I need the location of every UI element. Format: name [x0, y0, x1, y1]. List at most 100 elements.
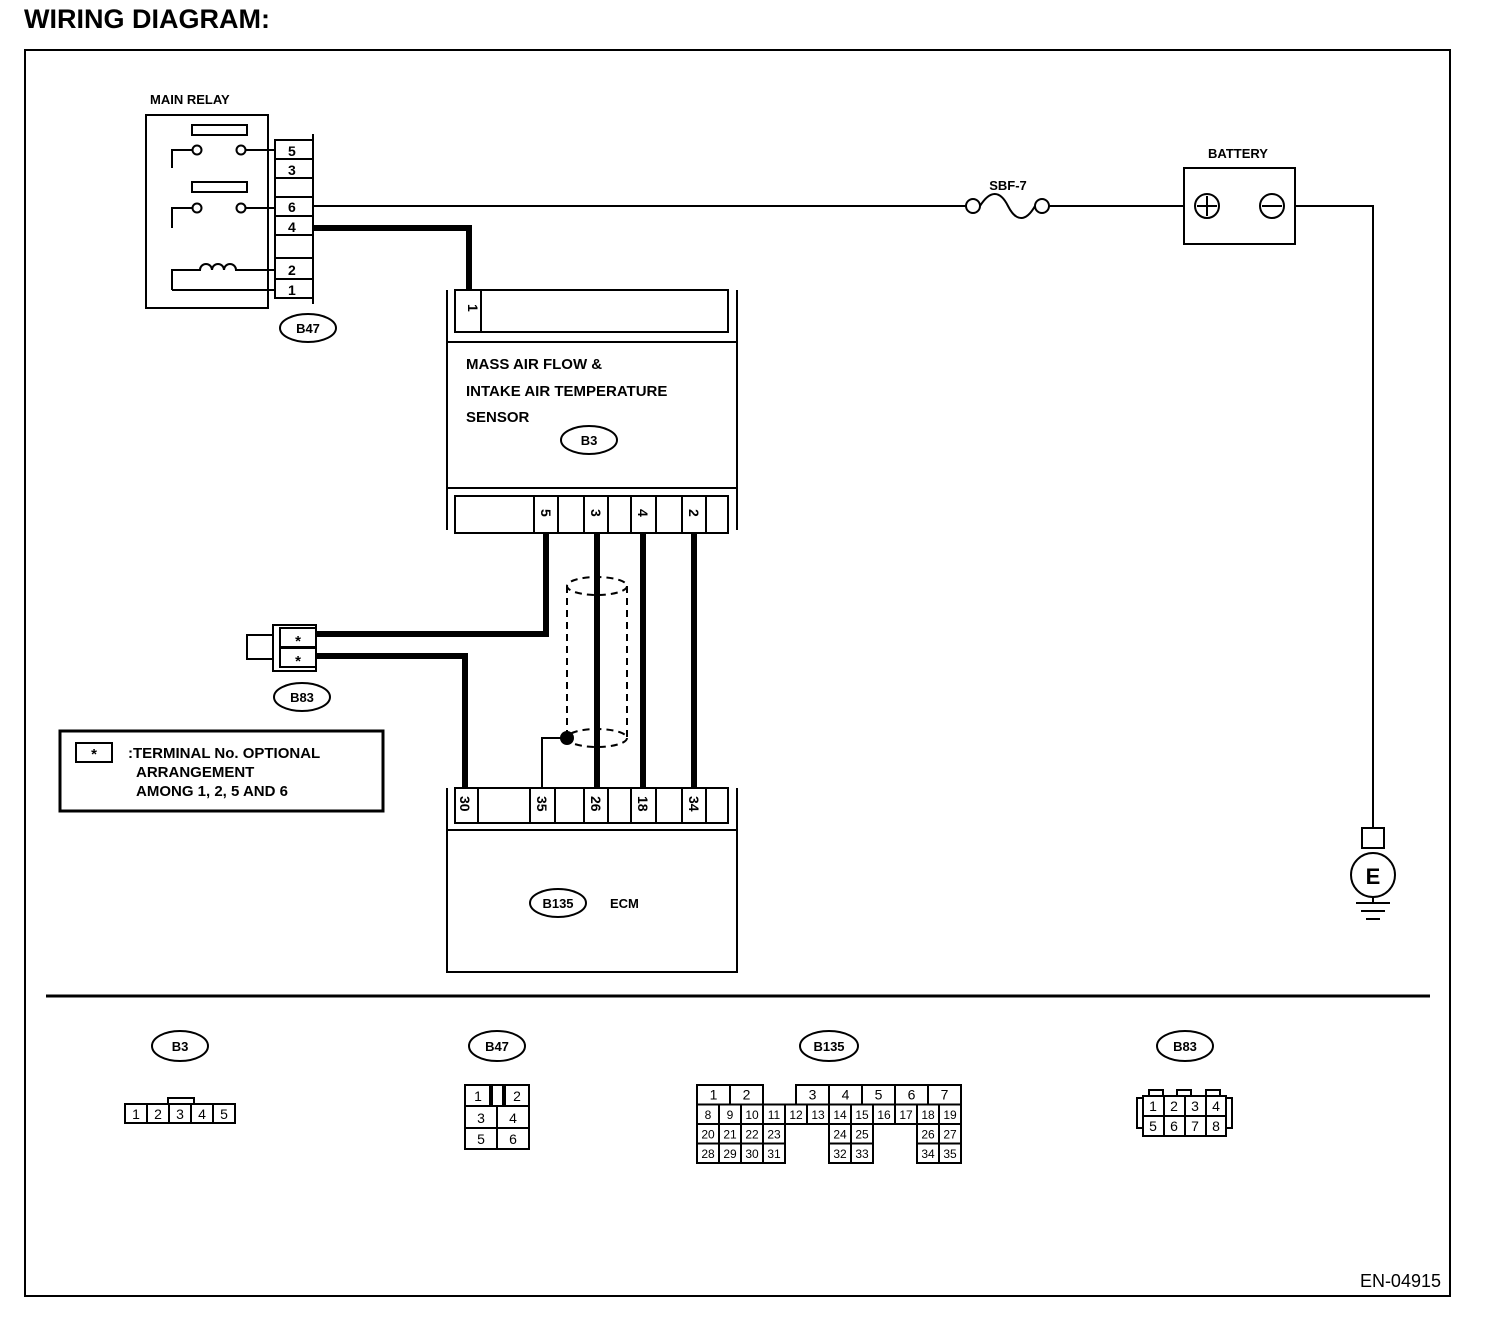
b135-view-cell: [850, 1142, 874, 1164]
connector-badge-b135: [799, 1030, 859, 1062]
b135-view-pin: 8: [705, 1108, 712, 1122]
b135-view-pin: 32: [833, 1147, 847, 1161]
b135-view-pin: 18: [921, 1108, 935, 1122]
b135-view-pin: 23: [767, 1128, 781, 1142]
relay-pin-label: 2: [288, 262, 296, 278]
relay-contact: [235, 144, 247, 156]
connector-badge-b47: [468, 1030, 526, 1062]
b135-view-pin: 6: [908, 1087, 916, 1103]
relay-wire: [171, 149, 275, 168]
maf-sensor-body: [446, 341, 738, 489]
b135-view-cell: [762, 1142, 786, 1164]
b135-view-pin: 25: [855, 1128, 869, 1142]
b135-view-pin: 24: [833, 1128, 847, 1142]
b47-view-pin: 6: [509, 1131, 517, 1147]
battery: BATTERY: [1183, 146, 1296, 245]
maf-sensor-label-line1: MASS AIR FLOW &: [466, 356, 602, 373]
relay-contact: [235, 202, 247, 214]
b135-view-pin: 12: [789, 1108, 803, 1122]
connector-view-b3: B3 1 2 3 4 5: [124, 1030, 236, 1124]
wire-maf5-to-b83: [316, 533, 549, 637]
b135-view-pin: 11: [768, 1108, 781, 1122]
relay-pin-label: 1: [288, 282, 296, 298]
connector-badge-b135: [529, 888, 587, 918]
relay-coil: [171, 263, 275, 290]
b135-view-pin: 9: [727, 1108, 734, 1122]
connector-badge-label: B83: [1173, 1039, 1197, 1054]
b83-view-pin: 2: [1170, 1098, 1178, 1114]
fuse-label: SBF-7: [989, 178, 1027, 193]
b135-view-pin: 20: [701, 1128, 715, 1142]
b135-view-pin: 17: [899, 1108, 913, 1122]
ecm-pin-label: 26: [588, 796, 604, 812]
connector-badge-b3: [151, 1030, 209, 1062]
wire-battery-to-ground: [1284, 205, 1374, 828]
b3-view-pin: 1: [132, 1106, 140, 1122]
shield-cylinder: [566, 576, 628, 748]
b135-view-pin: 30: [745, 1147, 759, 1161]
b135-view-pin: 4: [842, 1087, 850, 1103]
document-code: EN-04915: [1360, 1271, 1441, 1291]
maf-pin-label: 5: [538, 509, 554, 517]
ground-label: E: [1366, 864, 1381, 889]
b135-view-pin: 26: [921, 1128, 935, 1142]
b3-view-pin: 4: [198, 1106, 206, 1122]
b47-view-pin: 5: [477, 1131, 485, 1147]
maf-sensor-label-line3: SENSOR: [466, 409, 530, 426]
relay-contact-bar: [191, 181, 248, 193]
connector-badge-b47: [279, 313, 337, 343]
fuse-sbf-7: SBF-7: [965, 178, 1050, 219]
connector-badge-label: B47: [485, 1039, 509, 1054]
b83-pin-label: *: [295, 653, 301, 670]
main-relay-label: MAIN RELAY: [150, 92, 230, 107]
b3-view-pin: 5: [220, 1106, 228, 1122]
connector-badge-label: B83: [290, 690, 314, 705]
legend-line2: ARRANGEMENT: [136, 764, 254, 781]
page-title: WIRING DIAGRAM:: [24, 4, 270, 34]
relay-pin-label: 3: [288, 162, 296, 178]
b135-view-pin: 31: [767, 1147, 781, 1161]
wire-relay-to-maf: [313, 225, 472, 290]
b47-view-pin: 2: [513, 1088, 521, 1104]
b83-view-pin: 4: [1212, 1098, 1220, 1114]
ecm-pin-label: 34: [686, 796, 702, 812]
legend-line1: :TERMINAL No. OPTIONAL: [128, 745, 320, 762]
ecm: 30 35 26 18 34 B135 ECM: [446, 787, 738, 973]
maf-sensor-label-line2: INTAKE AIR TEMPERATURE: [466, 383, 667, 400]
connector-view-b47: B47 1 2 3 4 5 6: [464, 1030, 530, 1150]
relay-pin-label: 5: [288, 143, 296, 159]
ecm-pin-label: 30: [457, 796, 473, 812]
b135-view-pin: 19: [943, 1108, 957, 1122]
b135-view-pin: 13: [811, 1108, 825, 1122]
b135-view-cell: [938, 1142, 962, 1164]
ecm-pin-label: 18: [635, 796, 651, 812]
b135-view-pin: 10: [745, 1108, 759, 1122]
legend-box: * :TERMINAL No. OPTIONAL ARRANGEMENT AMO…: [58, 729, 385, 813]
main-relay-body: [145, 114, 269, 309]
connector-badge-label: B3: [172, 1039, 189, 1054]
connector-badge-label: B47: [296, 321, 320, 336]
b83-view-pin: 5: [1149, 1118, 1157, 1134]
b135-view-pin: 1: [710, 1087, 718, 1103]
b83-pin-label: *: [295, 633, 301, 650]
relay-wire: [171, 207, 275, 228]
b135-view-pin: 5: [875, 1087, 883, 1103]
b47-view-pin: 3: [477, 1110, 485, 1126]
maf-pin-label: 2: [686, 509, 702, 517]
maf-top-pin-label: 1: [465, 304, 481, 312]
connector-view-b83: B83 1 2 3 4 5 6 7 8: [1136, 1030, 1233, 1137]
b135-view-pin: 2: [743, 1087, 751, 1103]
ecm-pin-label: 35: [534, 796, 550, 812]
battery-label: BATTERY: [1208, 146, 1268, 161]
b135-view-pin: 3: [809, 1087, 817, 1103]
b47-view-pin: 1: [474, 1088, 482, 1104]
legend-line3: AMONG 1, 2, 5 AND 6: [136, 783, 288, 800]
b83-view-pin: 3: [1191, 1098, 1199, 1114]
b83-view-pin: 8: [1212, 1118, 1220, 1134]
maf-sensor: 1 MASS AIR FLOW & INTAKE AIR TEMPERATURE…: [446, 289, 738, 534]
b135-view-pin: 22: [745, 1128, 759, 1142]
relay-pin-label: 4: [288, 219, 296, 235]
b3-view-pin: 3: [176, 1106, 184, 1122]
